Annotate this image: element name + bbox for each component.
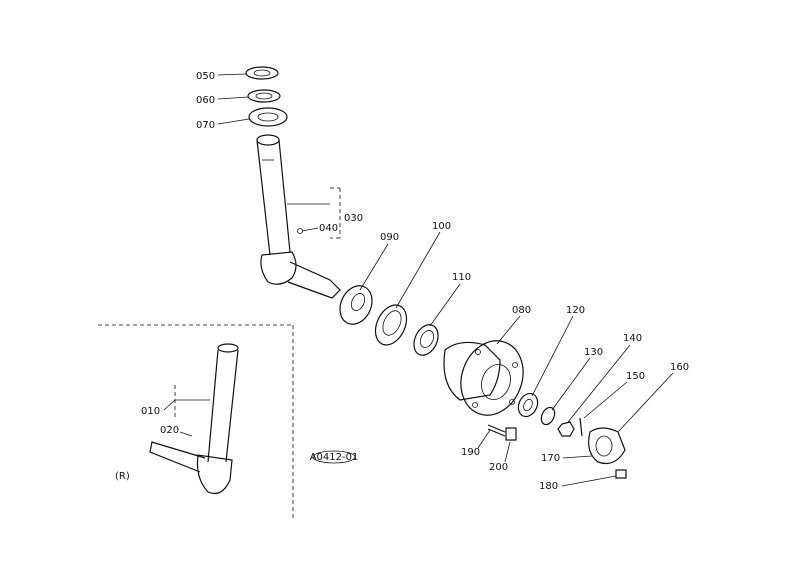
callout-020: 020: [160, 425, 179, 436]
part-200-bolt: [505, 427, 517, 441]
callout-180: 180: [539, 481, 558, 492]
diagram-code-text: A0412-01: [310, 452, 359, 463]
callout-160: 160: [670, 362, 689, 373]
part-180-bolt: [615, 469, 627, 479]
callout-060: 060: [196, 95, 215, 106]
leader-lines: [163, 73, 674, 487]
callout-120: 120: [566, 305, 585, 316]
callout-050: 050: [196, 71, 215, 82]
callout-140: 140: [623, 333, 642, 344]
callout-030: 030: [344, 213, 363, 224]
part-080-hub: [443, 340, 524, 416]
part-030-steering-knuckle: [256, 134, 341, 299]
callout-130: 130: [584, 347, 603, 358]
part-060-washer: [247, 89, 281, 103]
inset-right-knuckle: [98, 324, 294, 518]
diagram-code-badge: A0412-01: [310, 450, 359, 464]
callout-110: 110: [452, 272, 471, 283]
part-090-seal: [339, 285, 373, 325]
callout-150: 150: [626, 371, 645, 382]
part-150-cotter-pin: [579, 417, 583, 437]
part-040-grease-fitting: [297, 228, 303, 234]
callout-070: 070: [196, 120, 215, 131]
part-050-washer: [245, 66, 279, 80]
part-140-nut: [557, 421, 575, 437]
callout-010: 010: [141, 406, 160, 417]
callout-100: 100: [432, 221, 451, 232]
part-100-bearing: [374, 304, 408, 346]
callout-090: 090: [380, 232, 399, 243]
callout-190: 190: [461, 447, 480, 458]
part-160-hub-cap: [588, 427, 626, 465]
callout-040: 040: [319, 223, 338, 234]
part-190-stud-bolt: [487, 424, 506, 437]
callout-200: 200: [489, 462, 508, 473]
part-120-bearing: [517, 392, 539, 418]
part-070-seal: [248, 107, 288, 127]
callout-170: 170: [541, 453, 560, 464]
part-110-bearing: [413, 324, 439, 356]
part-130-washer: [540, 406, 556, 426]
callout-080: 080: [512, 305, 531, 316]
inset-label: (R): [115, 471, 130, 482]
